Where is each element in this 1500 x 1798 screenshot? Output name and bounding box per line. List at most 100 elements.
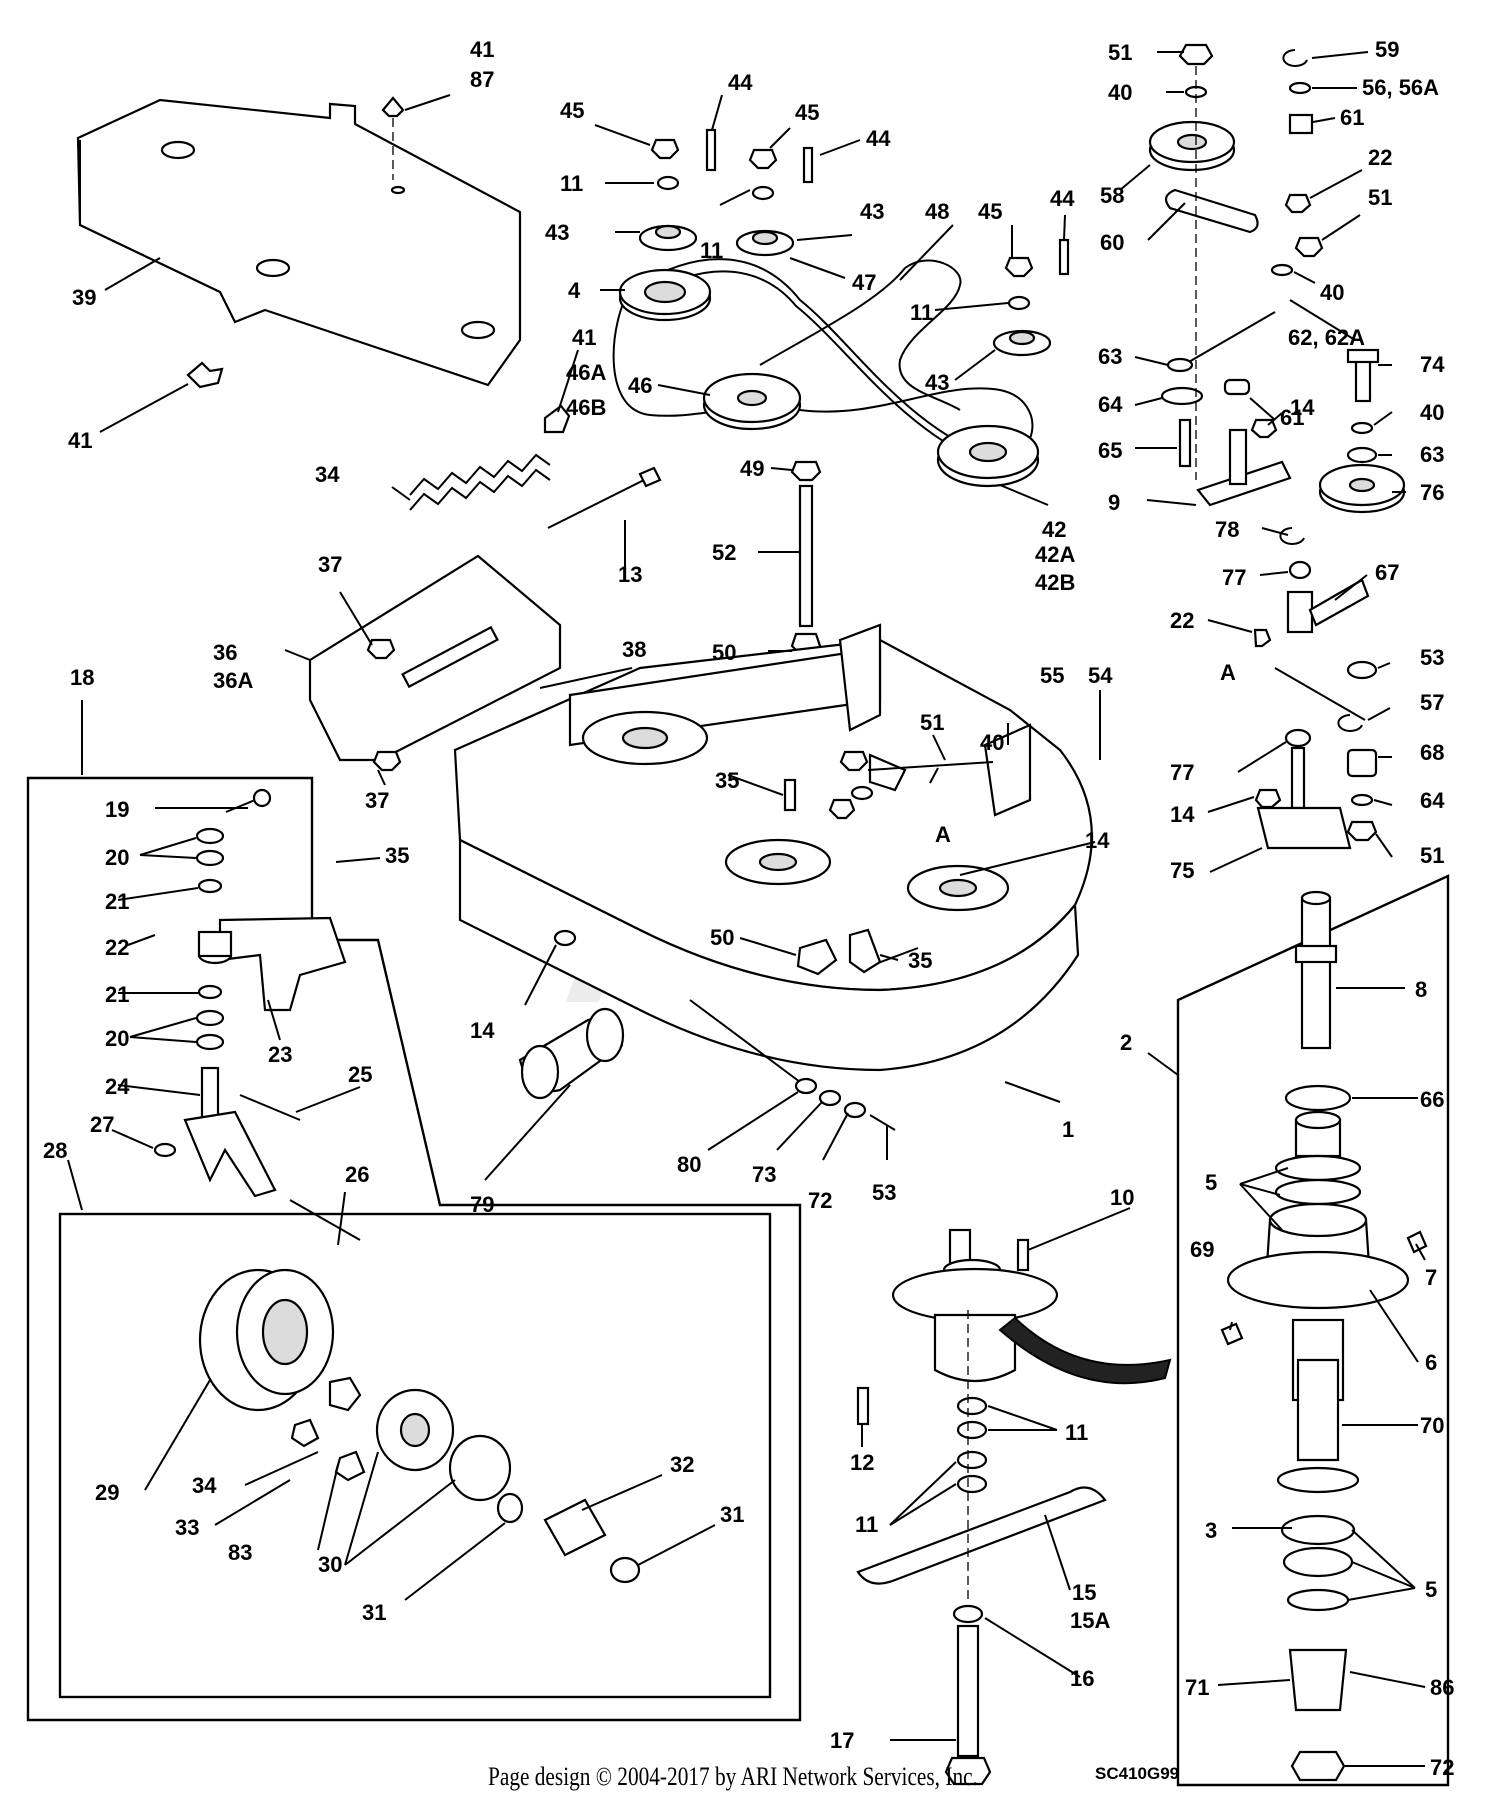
callout-56, 56A: 56, 56A bbox=[1362, 75, 1439, 100]
callout-75: 75 bbox=[1170, 858, 1194, 883]
drawing-code: SC410G99 bbox=[1095, 1764, 1180, 1783]
top-right-idler-stack bbox=[1148, 43, 1324, 507]
callout-10: 10 bbox=[1110, 1185, 1134, 1210]
callout-60: 60 bbox=[1100, 230, 1124, 255]
callout-19: 19 bbox=[105, 797, 129, 822]
callout-14: 14 bbox=[470, 1018, 495, 1043]
axle-80 bbox=[689, 999, 896, 1131]
callout-26: 26 bbox=[345, 1162, 369, 1187]
callout-48: 48 bbox=[925, 199, 949, 224]
callout-69: 69 bbox=[1190, 1237, 1214, 1262]
belt-assembly bbox=[612, 258, 1034, 463]
frame-spindle-assembly bbox=[1176, 874, 1450, 1787]
callout-42B: 42B bbox=[1035, 570, 1075, 595]
callout-14: 14 bbox=[1085, 828, 1110, 853]
callout-16: 16 bbox=[1070, 1666, 1094, 1691]
shield-knob-left bbox=[186, 361, 224, 389]
blade-hardware bbox=[856, 1310, 1107, 1786]
callout-41: 41 bbox=[470, 37, 494, 62]
callout-49: 49 bbox=[740, 456, 764, 481]
callout-47: 47 bbox=[852, 270, 876, 295]
callout-72: 72 bbox=[808, 1188, 832, 1213]
callout-11: 11 bbox=[700, 238, 723, 263]
callout-40: 40 bbox=[1420, 400, 1444, 425]
callout-labels: 41 87 39 41 46A 46B 41 45 44 45 44 11 43… bbox=[43, 37, 1454, 1780]
callout-45: 45 bbox=[795, 100, 819, 125]
callout-38: 38 bbox=[622, 637, 646, 662]
callout-31: 31 bbox=[720, 1502, 744, 1527]
right-idler-stack bbox=[1253, 348, 1406, 850]
callout-83: 83 bbox=[228, 1540, 252, 1565]
callout-22: 22 bbox=[1170, 608, 1194, 633]
pulley-left bbox=[618, 268, 712, 322]
callout-41: 41 bbox=[572, 325, 596, 350]
callout-22: 22 bbox=[105, 935, 129, 960]
rod-13 bbox=[547, 466, 662, 529]
callout-21: 21 bbox=[105, 982, 129, 1007]
callout-54: 54 bbox=[1088, 663, 1113, 688]
callout-61: 61 bbox=[1280, 405, 1304, 430]
callout-46B: 46B bbox=[566, 395, 606, 420]
caster-washers bbox=[195, 788, 272, 1051]
wheel-hardware bbox=[290, 1376, 641, 1584]
callout-15: 15 bbox=[1072, 1580, 1096, 1605]
callout-43: 43 bbox=[860, 199, 884, 224]
callout-1: 1 bbox=[1062, 1117, 1074, 1142]
callout-37: 37 bbox=[365, 788, 389, 813]
callout-34: 34 bbox=[315, 462, 340, 487]
callout-67: 67 bbox=[1375, 560, 1399, 585]
footer-credit: Page design © 2004-2017 by ARI Network S… bbox=[488, 1762, 978, 1791]
frame-wheel-detail bbox=[58, 1212, 772, 1699]
callout-74: 74 bbox=[1420, 352, 1445, 377]
callout-39: 39 bbox=[72, 285, 96, 310]
callout-73: 73 bbox=[752, 1162, 776, 1187]
deck-hardware bbox=[553, 750, 907, 976]
callout-12: 12 bbox=[850, 1450, 874, 1475]
callout-44: 44 bbox=[1050, 186, 1075, 211]
callout-76: 76 bbox=[1420, 480, 1444, 505]
pulley-right bbox=[936, 424, 1040, 488]
callout-21: 21 bbox=[105, 889, 129, 914]
caster-arm-23 bbox=[197, 916, 347, 1012]
callout-70: 70 bbox=[1420, 1413, 1444, 1438]
callout-13: 13 bbox=[618, 562, 642, 587]
callout-6: 6 bbox=[1425, 1350, 1437, 1375]
callout-25: 25 bbox=[348, 1062, 372, 1087]
shield-knob-top bbox=[381, 96, 405, 180]
callout-20: 20 bbox=[105, 845, 129, 870]
callout-18: 18 bbox=[70, 665, 94, 690]
callout-44: 44 bbox=[728, 70, 753, 95]
callout-51: 51 bbox=[1368, 185, 1392, 210]
callout-14: 14 bbox=[1290, 395, 1315, 420]
callout-35: 35 bbox=[908, 948, 932, 973]
callout-40: 40 bbox=[1108, 80, 1132, 105]
callout-62, 62A: 62, 62A bbox=[1288, 325, 1365, 350]
callout-44: 44 bbox=[866, 126, 891, 151]
callout-64: 64 bbox=[1420, 788, 1445, 813]
callout-46A: 46A bbox=[566, 360, 606, 385]
callout-20: 20 bbox=[105, 1026, 129, 1051]
callout-51: 51 bbox=[1108, 40, 1132, 65]
callout-3: 3 bbox=[1205, 1518, 1217, 1543]
callout-87: 87 bbox=[470, 67, 494, 92]
callout-45: 45 bbox=[560, 98, 584, 123]
callout-63: 63 bbox=[1098, 344, 1122, 369]
callout-27: 27 bbox=[90, 1112, 114, 1137]
mower-deck bbox=[453, 623, 1093, 1072]
callout-51: 51 bbox=[1420, 843, 1444, 868]
callout-53: 53 bbox=[1420, 645, 1444, 670]
callout-36: 36 bbox=[213, 640, 237, 665]
leader-lines bbox=[67, 51, 1426, 1767]
callout-4: 4 bbox=[568, 278, 581, 303]
callout-29: 29 bbox=[95, 1480, 119, 1505]
spindle-assembly bbox=[1220, 890, 1428, 1782]
callout-57: 57 bbox=[1420, 690, 1444, 715]
callout-28: 28 bbox=[43, 1138, 67, 1163]
callout-51: 51 bbox=[920, 710, 944, 735]
callout-77: 77 bbox=[1222, 565, 1246, 590]
idler-hardware bbox=[650, 128, 1070, 311]
callout-11: 11 bbox=[855, 1512, 878, 1537]
callout-80: 80 bbox=[677, 1152, 701, 1177]
callout-42A: 42A bbox=[1035, 542, 1075, 567]
